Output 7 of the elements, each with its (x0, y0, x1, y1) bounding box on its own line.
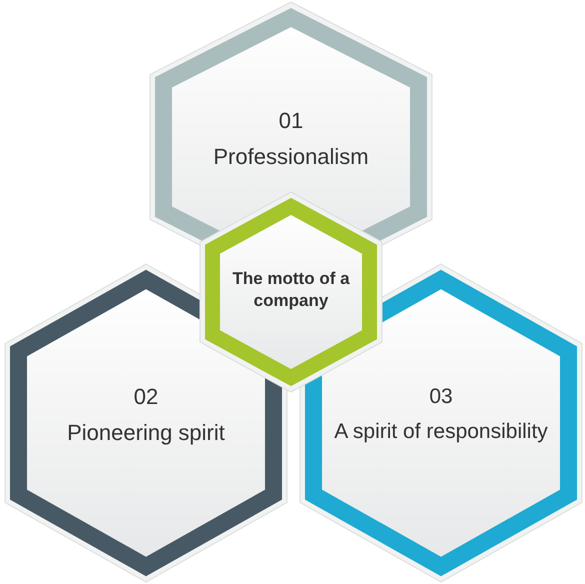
step-number: 03 (429, 384, 453, 410)
step-number: 02 (134, 384, 158, 410)
step-number: 01 (278, 108, 304, 134)
node-title: The motto of a company (231, 268, 351, 312)
node-title: A spirit of responsibility (334, 419, 548, 444)
node-title: Pioneering spirit (67, 420, 225, 447)
node-title: Professionalism (213, 144, 369, 171)
